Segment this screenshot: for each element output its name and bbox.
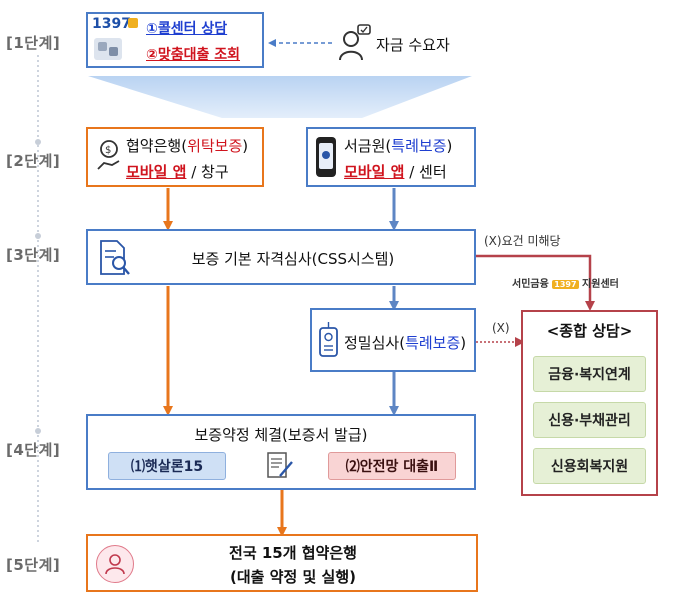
contract-title: 보증약정 체결(보증서 발급) <box>194 426 368 444</box>
bank-title-highlight: 위탁보증 <box>187 137 243 155</box>
document-sign-icon <box>266 450 294 480</box>
sunshine-loan-15: ⑴햇살론15 <box>108 452 226 480</box>
money-hand-icon: $ <box>96 139 122 173</box>
logo-1397: 1397 <box>92 16 131 32</box>
document-search-icon <box>98 239 132 277</box>
person-circle-icon <box>96 545 134 583</box>
id-tag-icon <box>318 322 340 358</box>
basic-screening-box: 보증 기본 자격심사(CSS시스템) <box>86 229 476 285</box>
partner-bank-box: $ 협약은행(위탁보증) 모바일 앱 / 창구 <box>86 127 264 187</box>
detail-screening-label: 정밀심사(특례보증) <box>344 332 466 353</box>
bank-title: 협약은행(위탁보증) <box>126 135 248 156</box>
logo-mark-icon <box>128 18 138 28</box>
bank-title-prefix: 협약은행( <box>126 137 188 155</box>
stage-3-label: [3단계] <box>6 246 61 264</box>
guarantee-contract-box: 보증약정 체결(보증서 발급) ⑴햇살론15 ⑵안전망 대출Ⅱ <box>86 414 476 490</box>
agency-title-highlight: 특례보증 <box>391 137 447 155</box>
agency-mobile-app: 모바일 앱 <box>344 163 405 181</box>
person-chat-icon <box>338 24 372 62</box>
agency-title-suffix: ) <box>446 137 453 155</box>
agency-sep: / <box>404 163 420 181</box>
applicant-label: 자금 수요자 <box>376 36 450 54</box>
consult-item-welfare: 금융·복지연계 <box>533 356 646 392</box>
consult-item-recovery: 신용회복지원 <box>533 448 646 484</box>
basic-screening-label: 보증 기본 자격심사(CSS시스템) <box>191 250 395 268</box>
detail-highlight: 특례보증 <box>405 334 461 352</box>
bank-branch: 창구 <box>201 163 229 181</box>
x-mark-label: (X) <box>492 321 510 335</box>
agency-channels: 모바일 앱 / 센터 <box>344 161 447 182</box>
call-center-consult: ①콜센터 상담 <box>146 21 228 37</box>
stage-2-label: [2단계] <box>6 152 61 170</box>
bank-sep: / <box>186 163 202 181</box>
agency-box: 서금원(특례보증) 모바일 앱 / 센터 <box>306 127 476 187</box>
puzzle-icon <box>94 38 122 60</box>
requirement-not-met-label: (X)요건 미해당 <box>484 234 561 248</box>
agency-title-prefix: 서금원( <box>344 137 392 155</box>
bank-mobile-app: 모바일 앱 <box>126 163 187 181</box>
svg-text:$: $ <box>105 145 111 156</box>
bank-channels: 모바일 앱 / 창구 <box>126 161 229 182</box>
mobile-phone-icon <box>316 137 336 177</box>
final-bank-box: 전국 15개 협약은행 (대출 약정 및 실행) <box>86 534 478 592</box>
safety-net-loan-2: ⑵안전망 대출Ⅱ <box>328 452 456 480</box>
stage-4-label: [4단계] <box>6 441 61 459</box>
support-center-mark: 1397 <box>552 280 579 289</box>
consult-title: <종합 상담> <box>546 322 633 340</box>
stage-1-label: [1단계] <box>6 34 61 52</box>
detail-screening-box: 정밀심사(특례보증) <box>310 308 476 372</box>
detail-prefix: 정밀심사( <box>344 334 406 352</box>
call-center-box: 1397 ①콜센터 상담 ②맞춤대출 조회 <box>86 12 264 68</box>
final-line-2: (대출 약정 및 실행) <box>230 568 356 586</box>
detail-suffix: ) <box>460 334 467 352</box>
final-line-1: 전국 15개 협약은행 <box>229 544 357 562</box>
comprehensive-consult-box: <종합 상담> 금융·복지연계 신용·부채관리 신용회복지원 <box>521 310 658 496</box>
agency-title: 서금원(특례보증) <box>344 135 452 156</box>
support-center-post: 지원센터 <box>582 279 619 290</box>
stage-5-label: [5단계] <box>6 556 61 574</box>
support-center-pre: 서민금융 <box>512 279 549 290</box>
custom-loan-lookup: ②맞춤대출 조회 <box>146 47 241 63</box>
agency-center: 센터 <box>419 163 447 181</box>
bank-title-suffix: ) <box>242 137 249 155</box>
support-center-logo: 서민금융 1397 지원센터 <box>512 275 619 290</box>
consult-item-debt: 신용·부채관리 <box>533 402 646 438</box>
